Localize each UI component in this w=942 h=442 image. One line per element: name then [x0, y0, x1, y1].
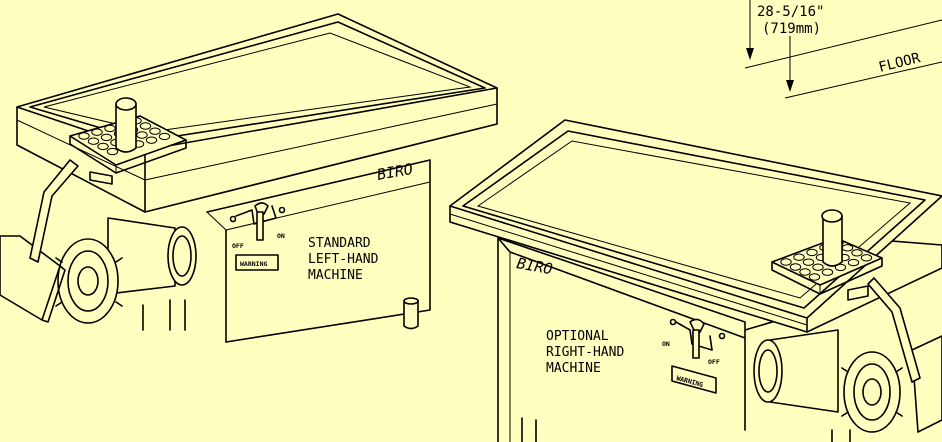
standard-warning-text: WARNING [240, 260, 267, 268]
standard-switch-lever[interactable] [256, 211, 264, 241]
tray-hole [87, 137, 100, 145]
tray-hole [834, 263, 847, 272]
tray-hole [104, 124, 116, 133]
optional-label-line-2: RIGHT-HAND [546, 345, 624, 360]
tray-hole [78, 132, 90, 140]
tray-hole [808, 273, 821, 281]
standard-switch-on: ON [277, 232, 285, 240]
tray-hole [139, 122, 152, 130]
optional-warning-box [671, 365, 717, 394]
dimension-arrow [786, 80, 794, 92]
optional-label-line-1: OPTIONAL [546, 329, 609, 344]
tray-hole [841, 244, 854, 252]
standard-pan: BIRO [16, 13, 498, 213]
tray-hole [91, 128, 103, 136]
optional-label-line-3: MACHINE [546, 361, 601, 376]
tray-hole [136, 131, 148, 139]
standard-stomper [115, 97, 137, 153]
tray-hole [802, 258, 815, 266]
optional-head [753, 277, 942, 442]
standard-warning-box [235, 254, 279, 271]
tray-hole [145, 136, 158, 144]
optional-switch: ON OFF WARNING [662, 318, 726, 394]
standard-brand: BIRO [376, 160, 415, 184]
optional-switch-lever[interactable] [692, 329, 700, 359]
optional-switch-off: OFF [708, 358, 720, 366]
tray-hole [789, 263, 802, 271]
optional-stomper [821, 209, 843, 267]
standard-switch-off: OFF [232, 242, 244, 250]
optional-brand: BIRO [515, 254, 554, 278]
tray-hole [97, 142, 109, 151]
standard-label-line-2: LEFT-HAND [308, 252, 379, 267]
standard-machine: BIRO [0, 13, 498, 343]
tray-hole [851, 249, 863, 257]
floor-line-1 [744, 19, 942, 69]
floor-line-2 [784, 61, 942, 99]
optional-machine: BIRO [449, 119, 942, 442]
standard-label-line-3: MACHINE [308, 268, 363, 283]
tray-hole [158, 132, 171, 141]
dimension-metric: (719mm) [762, 21, 821, 37]
dimension-imperial: 28-5/16" [757, 4, 824, 20]
optional-stomper-tray [771, 209, 883, 295]
tray-hole [799, 268, 811, 276]
standard-head [0, 159, 197, 324]
tray-hole [812, 263, 824, 271]
dimension-arrow-left [746, 48, 754, 60]
tray-hole [780, 258, 792, 266]
tray-hole [100, 133, 113, 142]
optional-pan: BIRO [449, 119, 942, 333]
tray-hole [806, 248, 818, 257]
tray-hole [847, 258, 860, 267]
standard-label: STANDARD LEFT-HAND MACHINE [308, 236, 379, 283]
tray-hole [821, 268, 834, 276]
optional-switch-on: ON [662, 340, 670, 348]
optional-label: OPTIONAL RIGHT-HAND MACHINE [546, 329, 624, 376]
standard-stomper-tray [69, 97, 187, 174]
standard-cabinet [142, 159, 431, 343]
standard-switch: OFF ON WARNING [229, 202, 286, 271]
tray-hole [106, 147, 119, 156]
tray-hole [149, 127, 161, 135]
tray-hole [860, 254, 873, 262]
height-dimension: 28-5/16" (719mm) FLOOR [744, 0, 942, 99]
tray-hole [793, 253, 805, 261]
standard-label-line-1: STANDARD [308, 236, 371, 251]
